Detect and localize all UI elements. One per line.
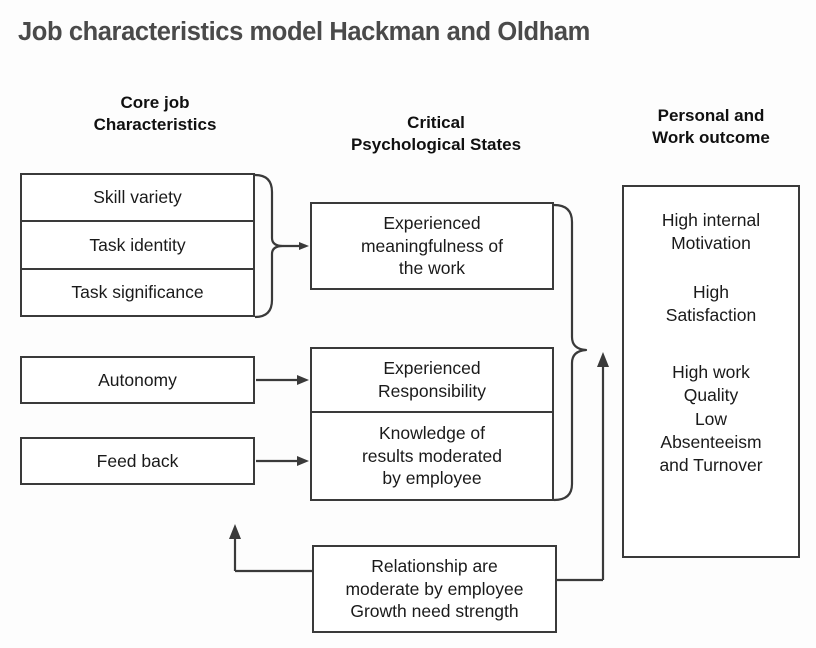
- column-heading-personal-work-line1: Personal and: [657, 106, 765, 125]
- page-title: Job characteristics model Hackman and Ol…: [18, 18, 590, 46]
- box-feed-back[interactable]: Feed back: [20, 437, 255, 485]
- brace-psychological-states: [553, 203, 588, 502]
- column-heading-critical-psych-line2: Psychological States: [350, 135, 522, 155]
- box-moderator-label: Relationship are moderate by employee Gr…: [345, 555, 524, 622]
- outcome-spacer-2: [624, 327, 798, 361]
- box-moderator-growth-need-strength[interactable]: Relationship are moderate by employee Gr…: [312, 545, 557, 633]
- outcome-spacer-1: [624, 255, 798, 281]
- column-heading-personal-work: Personal and Work outcome: [622, 105, 800, 150]
- column-heading-critical-psych-line1: Critical: [407, 113, 465, 132]
- arrow-head-autonomy: [297, 375, 309, 385]
- column-heading-core-job-line2: Characteristics: [93, 115, 217, 135]
- arrow-head-moderator-up: [229, 524, 241, 539]
- box-task-identity-label: Task identity: [89, 234, 186, 255]
- column-heading-personal-work-line2: Work outcome: [652, 128, 770, 148]
- box-autonomy[interactable]: Autonomy: [20, 356, 255, 404]
- box-feed-back-label: Feed back: [96, 450, 179, 471]
- box-task-significance[interactable]: Task significance: [20, 270, 255, 317]
- column-heading-core-job: Core job Characteristics: [60, 92, 250, 137]
- box-knowledge-of-results[interactable]: Knowledge of results moderated by employ…: [310, 413, 554, 501]
- arrow-head-feedback: [297, 456, 309, 466]
- arrow-head-moderator-to-outcome: [597, 352, 609, 367]
- box-task-significance-label: Task significance: [71, 282, 204, 303]
- outcome-work-quality: High work Quality Low Absenteeism and Tu…: [659, 362, 763, 475]
- box-personal-work-outcomes[interactable]: High internal Motivation High Satisfacti…: [622, 185, 800, 558]
- outcome-satisfaction: High Satisfaction: [665, 282, 757, 326]
- box-knowledge-of-results-label: Knowledge of results moderated by employ…: [361, 422, 503, 489]
- box-experienced-meaningfulness-label: Experienced meaningfulness of the work: [360, 212, 504, 279]
- column-heading-critical-psych: Critical Psychological States: [330, 112, 542, 157]
- box-task-identity[interactable]: Task identity: [20, 222, 255, 270]
- box-skill-variety-label: Skill variety: [93, 187, 182, 208]
- box-skill-variety[interactable]: Skill variety: [20, 173, 255, 222]
- box-experienced-meaningfulness[interactable]: Experienced meaningfulness of the work: [310, 202, 554, 290]
- box-experienced-responsibility[interactable]: Experienced Responsibility: [310, 347, 554, 413]
- brace-core-characteristics: [254, 173, 285, 319]
- arrow-head-core-to-meaningfulness: [299, 242, 309, 250]
- column-heading-core-job-line1: Core job: [120, 93, 190, 112]
- outcome-motivation: High internal Motivation: [661, 210, 761, 254]
- box-autonomy-label: Autonomy: [98, 369, 177, 390]
- box-experienced-responsibility-label: Experienced Responsibility: [378, 358, 486, 401]
